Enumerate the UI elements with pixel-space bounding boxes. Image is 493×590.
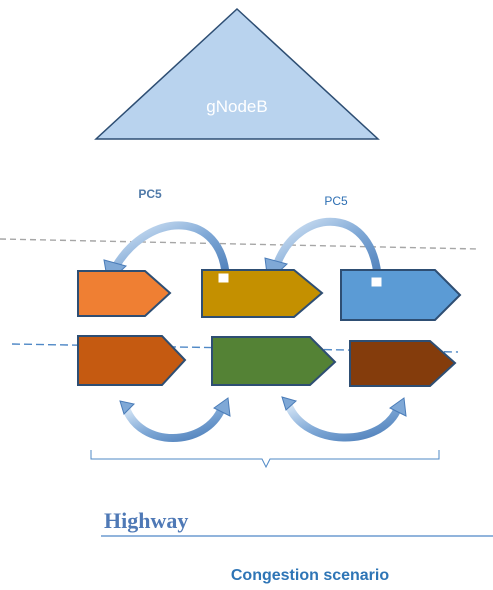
gnodeb-tower-shape <box>94 7 380 140</box>
vehicle-bottom-3 <box>349 340 457 387</box>
arc-connector-left <box>218 273 229 283</box>
vehicle-top-3 <box>340 269 462 321</box>
gnodeb-label: gNodeB <box>206 97 267 116</box>
lower-arc-right <box>284 400 402 442</box>
lower-arc-left <box>122 404 226 442</box>
arc-connector-right <box>371 277 382 287</box>
lower-arc-left-tail-icon <box>119 400 136 415</box>
highway-label: Highway <box>104 508 188 533</box>
scenario-caption: Congestion scenario <box>231 567 389 584</box>
upper-lane-line <box>0 238 479 250</box>
pc5-label-right: PC5 <box>324 194 348 208</box>
group-brace <box>90 450 440 469</box>
lower-arc-left-arrowhead-icon <box>213 397 231 417</box>
vehicle-top-2 <box>201 269 324 318</box>
vehicle-bottom-2 <box>211 336 337 386</box>
lower-arc-right-arrowhead-icon <box>389 397 407 417</box>
pc5-arc-left <box>112 221 230 282</box>
vehicle-bottom-1 <box>77 335 187 386</box>
lower-arc-right-tail-icon <box>281 396 298 411</box>
pc5-label-left: PC5 <box>138 187 162 201</box>
vehicle-top-1 <box>77 270 172 317</box>
pc5-arc-right <box>273 217 382 286</box>
